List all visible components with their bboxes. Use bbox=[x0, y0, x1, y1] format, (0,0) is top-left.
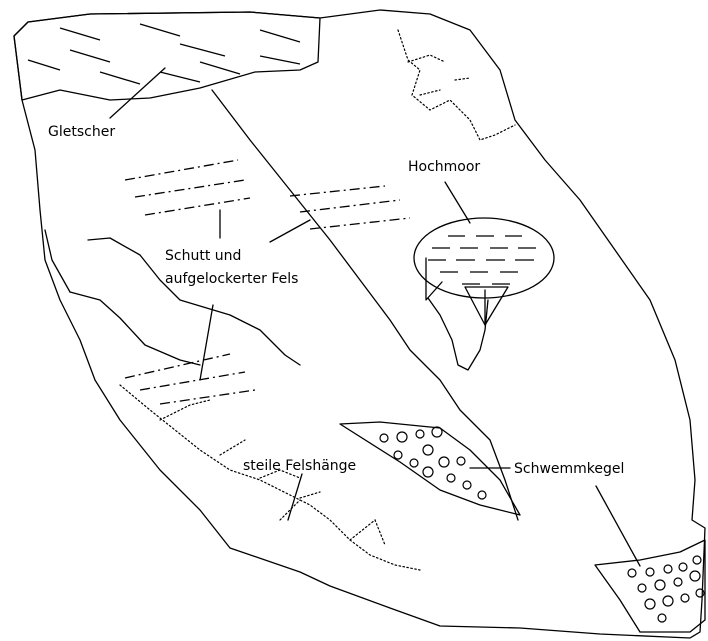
bog-ellipse bbox=[414, 218, 554, 298]
fan-leader-lower bbox=[596, 486, 640, 566]
steep-slopes-label: steile Felshänge bbox=[243, 458, 356, 474]
slope-tick bbox=[220, 440, 245, 455]
alluvial-pebbles-upper bbox=[380, 427, 486, 499]
debris-leader-2 bbox=[270, 220, 310, 242]
slope-tick bbox=[350, 520, 385, 545]
steep-slope-dotted-upper bbox=[398, 30, 515, 140]
debris-leader-3 bbox=[200, 305, 213, 380]
alluvial-fan-label: Schwemmkegel bbox=[514, 461, 624, 477]
slope-tick bbox=[300, 492, 320, 498]
glacier-outline bbox=[14, 12, 320, 100]
debris-hatching-lower bbox=[125, 354, 255, 404]
glacier-leader bbox=[110, 68, 165, 118]
steep-slopes-leader bbox=[288, 474, 302, 520]
bog-label: Hochmoor bbox=[408, 159, 480, 175]
alluvial-fan-lower bbox=[595, 540, 705, 632]
slope-tick bbox=[455, 78, 470, 80]
bog-leader bbox=[445, 182, 470, 223]
bench-lower bbox=[70, 292, 200, 365]
bog-outflow bbox=[428, 298, 488, 370]
glacier-hatching bbox=[28, 24, 300, 84]
ridge-line-center bbox=[212, 90, 518, 520]
debris-label-line1: Schutt und bbox=[165, 248, 241, 264]
landscape-outline bbox=[14, 10, 705, 638]
left-slope-line bbox=[45, 230, 70, 292]
slope-tick bbox=[408, 55, 445, 62]
debris-hatching-upper bbox=[125, 160, 410, 229]
debris-label-line2: aufgelockerter Fels bbox=[165, 271, 298, 287]
glacier-label: Gletscher bbox=[48, 124, 115, 140]
bog-drain-left bbox=[426, 258, 442, 300]
bog-hatching bbox=[428, 236, 536, 284]
slope-tick bbox=[420, 90, 440, 95]
steep-slope-dotted-lower bbox=[120, 385, 420, 570]
slope-tick bbox=[280, 500, 300, 520]
